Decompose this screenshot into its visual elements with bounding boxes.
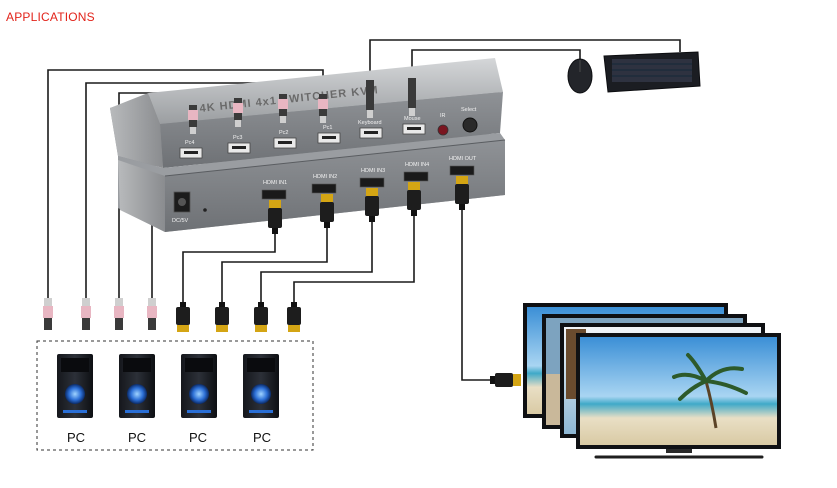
hdmi-label-in2: HDMI IN2 <box>313 174 337 180</box>
section-title: APPLICATIONS <box>6 10 95 24</box>
keyboard-cable <box>369 39 681 82</box>
pc-tower-icon <box>243 354 279 418</box>
hdmi-label-out: HDMI OUT <box>449 156 477 162</box>
usb-label-pc4: Pc4 <box>185 140 194 146</box>
monitor-icon <box>576 333 781 459</box>
hdmi-label-in3: HDMI IN3 <box>361 168 385 174</box>
pc-labels: PC PC PC PC <box>67 430 271 445</box>
usb-port-keyboard: Keyboard <box>358 120 383 139</box>
mouse-icon <box>567 58 593 94</box>
kvm-switch: 4K HDMI 4x1 SWITCHER KVM <box>110 58 506 232</box>
usb-port-pc1: Pc1 <box>317 125 341 144</box>
pc-group-box <box>36 340 314 451</box>
usb-port-pc2: Pc2 <box>273 130 297 149</box>
hdmi-cable-pc3 <box>260 220 373 305</box>
power-label: DC/5V <box>172 218 189 224</box>
pc-towers <box>57 354 279 418</box>
pc-usb-plugs <box>43 298 157 330</box>
select-label: Select <box>461 107 477 113</box>
pc-tower-icon <box>57 354 93 418</box>
usb-ports: Pc4 Pc3 Pc2 Pc1 Keyboard Mouse <box>179 107 478 159</box>
pc-label-3: PC <box>189 430 207 445</box>
dc-power-jack: DC/5V <box>172 191 207 224</box>
usb-port-pc4: Pc4 <box>179 140 203 159</box>
pc-label-2: PC <box>128 430 146 445</box>
hdmi-out-port: HDMI OUT <box>449 156 477 176</box>
hdmi-cable-pc1 <box>182 234 276 305</box>
usb-port-mouse: Mouse <box>402 116 426 135</box>
hdmi-out-cable <box>461 205 492 381</box>
hdmi-plugs-on-switch <box>268 176 469 234</box>
monitor-hdmi-plug <box>490 373 521 387</box>
pc-hdmi-plugs <box>176 302 301 332</box>
usb-label-pc1: Pc1 <box>323 125 332 131</box>
hdmi-cable-pc4 <box>293 210 415 305</box>
usb-label-pc3: Pc3 <box>233 135 242 141</box>
usb-plugs-on-switch <box>188 78 416 134</box>
usb-label-keyboard: Keyboard <box>358 120 382 126</box>
usb-label-mouse: Mouse <box>404 116 421 122</box>
hdmi-label-in1: HDMI IN1 <box>263 180 287 186</box>
mouse-cable <box>411 49 581 80</box>
pc-tower-icon <box>119 354 155 418</box>
keyboard-icon <box>603 51 701 93</box>
lower-ports: DC/5V HDMI IN1 HDMI IN2 HDMI IN3 HDMI IN… <box>172 156 477 224</box>
hdmi-in3-port: HDMI IN3 <box>359 168 385 188</box>
hdmi-in2-port: HDMI IN2 <box>311 174 337 194</box>
hdmi-label-in4: HDMI IN4 <box>405 162 429 168</box>
usb-port-pc3: Pc3 <box>227 135 251 154</box>
ir-receiver: IR <box>437 113 449 136</box>
pc-label-1: PC <box>67 430 85 445</box>
usb-label-pc2: Pc2 <box>279 130 288 136</box>
hdmi-in4-port: HDMI IN4 <box>403 162 429 182</box>
pc-tower-icon <box>181 354 217 418</box>
select-button[interactable]: Select <box>461 107 478 133</box>
hdmi-cable-pc2 <box>221 228 328 305</box>
hdmi-in1-port: HDMI IN1 <box>261 180 287 200</box>
monitor-stack <box>523 303 781 459</box>
pc-label-4: PC <box>253 430 271 445</box>
ir-label: IR <box>440 113 446 119</box>
